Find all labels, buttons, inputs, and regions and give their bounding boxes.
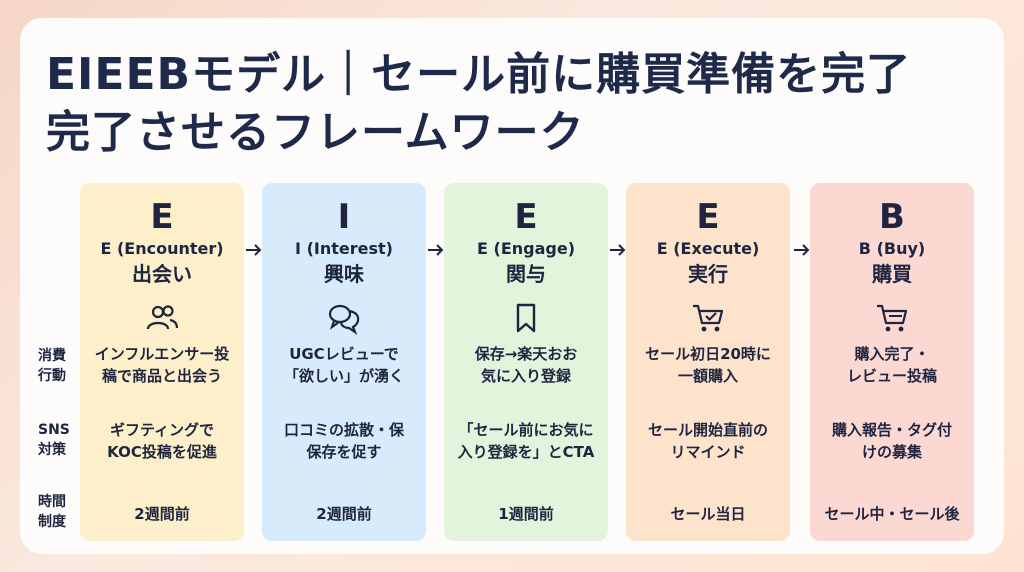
sns-cell: 「セール前にお気に 入り登録を」とCTA xyxy=(457,421,595,461)
sns-cell: 口コミの拡散・保 保存を促す xyxy=(283,421,404,461)
row-label-timing: 時間 制度 xyxy=(38,494,66,530)
stage-letter: E xyxy=(150,197,174,237)
stage-column-engage: E E (Engage) 関与 保存→楽天おお 気に入り登録 「セール前にお気に… xyxy=(444,183,608,541)
stage-name: B (Buy) xyxy=(858,239,926,258)
stage-name: E (Execute) xyxy=(656,239,760,258)
arrow-right-icon xyxy=(610,244,626,256)
stage-jp-name: 関与 xyxy=(506,262,546,286)
stage-column-execute: E E (Execute) 実行 セール初日20時に 一額購入 セール開始直前の… xyxy=(626,183,790,541)
timing-cell: セール当日 xyxy=(670,505,746,523)
arrow-right-icon xyxy=(794,244,810,256)
stage-letter: E xyxy=(696,197,720,237)
sns-cell: セール開始直前の リマインド xyxy=(647,421,768,461)
timing-cell: 1週間前 xyxy=(498,505,554,523)
stage-column-interest: I I (Interest) 興味 UGCレビューで 「欲しい」が湧く 口コミの… xyxy=(262,183,426,541)
arrow-right-icon xyxy=(246,244,262,256)
stage-name: E (Engage) xyxy=(477,239,575,258)
title-line-1: EIEEBモデル｜セール前に購買準備を完了 xyxy=(46,49,912,100)
stage-letter: E xyxy=(514,197,538,237)
stage-column-encounter: E E (Encounter) 出会い インフルエンサー投 稿で商品と出会う ギ… xyxy=(80,183,244,541)
cart-check-icon xyxy=(693,304,724,332)
arrow-right-icon xyxy=(428,244,444,256)
framework-card: EIEEBモデル｜セール前に購買準備を完了 完了させるフレームワーク 消費 行動… xyxy=(20,18,1004,554)
timing-cell: 2週間前 xyxy=(316,505,372,523)
row-label-sns: SNS 対策 xyxy=(38,422,70,458)
stage-jp-name: 実行 xyxy=(688,262,728,286)
stage-name: E (Encounter) xyxy=(100,239,224,258)
stage-letter: I xyxy=(337,197,351,237)
bookmark-icon xyxy=(516,303,536,333)
stage-column-buy: B B (Buy) 購買 購入完了・ レビュー投稿 購入報告・タグ付 けの募集 … xyxy=(810,183,974,541)
behavior-cell: 保存→楽天おお 気に入り登録 xyxy=(474,345,578,385)
users-icon xyxy=(146,305,179,330)
sns-cell: 購入報告・タグ付 けの募集 xyxy=(831,421,952,461)
timing-cell: 2週間前 xyxy=(134,505,190,523)
stage-jp-name: 購買 xyxy=(872,262,912,286)
stage-name: I (Interest) xyxy=(295,239,393,258)
row-label-behavior: 消費 行動 xyxy=(38,348,66,384)
behavior-cell: インフルエンサー投 稿で商品と出会う xyxy=(94,345,230,385)
title-line-2: 完了させるフレームワーク xyxy=(46,107,585,158)
page-title: EIEEBモデル｜セール前に購買準備を完了 完了させるフレームワーク xyxy=(46,46,986,162)
behavior-cell: セール初日20時に 一額購入 xyxy=(645,345,771,385)
behavior-cell: UGCレビューで 「欲しい」が湧く xyxy=(283,345,404,385)
cart-icon xyxy=(877,304,908,332)
stage-jp-name: 出会い xyxy=(132,262,192,286)
sns-cell: ギフティングで KOC投稿を促進 xyxy=(107,421,217,461)
chat-icon xyxy=(328,304,360,335)
behavior-cell: 購入完了・ レビュー投稿 xyxy=(846,345,937,385)
timing-cell: セール中・セール後 xyxy=(824,505,960,523)
stage-letter: B xyxy=(879,197,905,237)
stage-jp-name: 興味 xyxy=(324,262,364,286)
